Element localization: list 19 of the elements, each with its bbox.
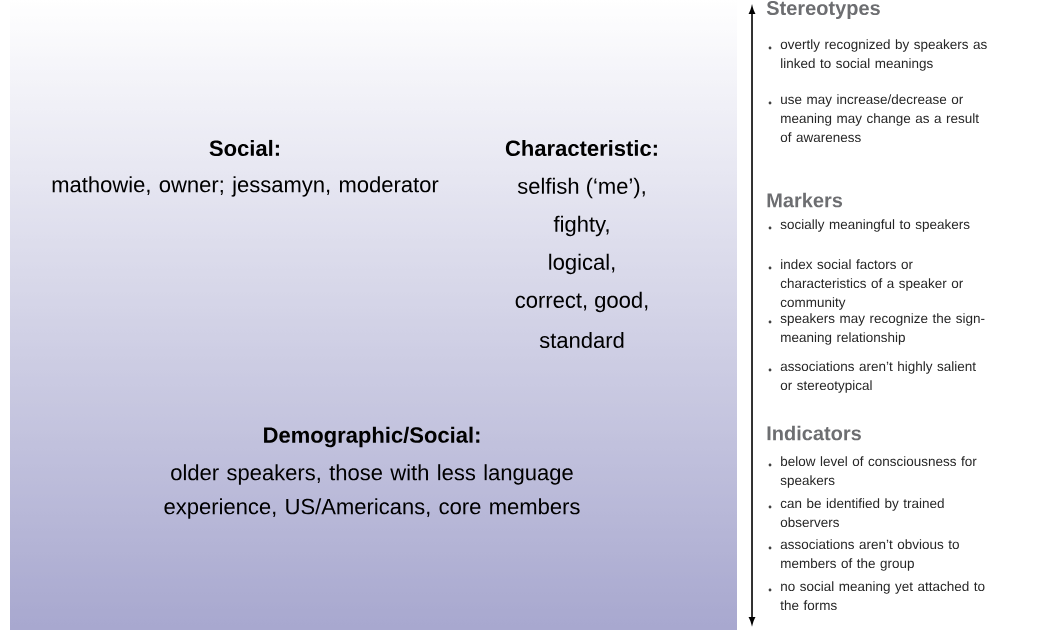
bullet-text: associations aren’t highly salient or stereotypical bbox=[780, 361, 976, 393]
bullet-text: use may increase/decrease or meaning may change as a result of awareness bbox=[780, 94, 979, 143]
group-text: mathowie, owner; jessamyn, moderator bbox=[52, 176, 439, 197]
heading: Characteristic: bbox=[505, 139, 657, 157]
bullet-text: speakers may recognize the sign-meaning relationship bbox=[780, 313, 985, 345]
section-heading: Indicators bbox=[767, 425, 861, 441]
trait-text: standard bbox=[539, 331, 624, 349]
bullet-text: no social meaning yet attached to the forms bbox=[780, 581, 985, 611]
trait-text: fighty, bbox=[553, 215, 609, 237]
bullet-text: overtly recognized by speakers as linked to social meanings bbox=[780, 39, 987, 71]
trait-text: logical, bbox=[549, 253, 615, 275]
trait-text: correct, good, bbox=[515, 291, 648, 313]
section-heading: Markers bbox=[767, 192, 843, 208]
bullet-text: socially meaningful to speakers bbox=[780, 219, 970, 232]
heading: Social: bbox=[209, 139, 279, 157]
heading: Demographic/Social: bbox=[264, 426, 480, 448]
section-heading: Stereotypes bbox=[766, 0, 880, 20]
trait-text: selfish (‘me’), bbox=[517, 177, 645, 199]
group-text: older speakers, those with less language experience, US/Americans, core members bbox=[164, 464, 580, 519]
